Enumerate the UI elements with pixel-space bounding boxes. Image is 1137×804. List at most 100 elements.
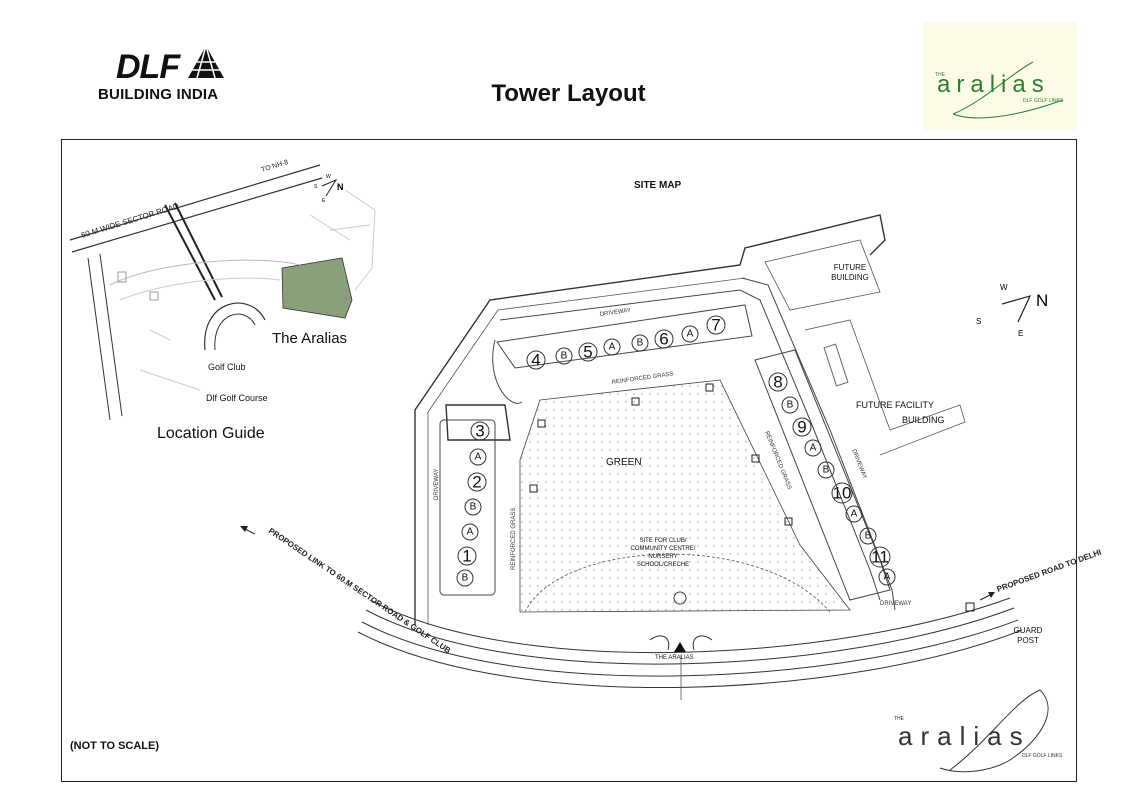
club-site-label: SITE FOR CLUB/ COMMUNITY CENTRE/ NURSERY… bbox=[630, 538, 696, 568]
to-nh8-label: TO NH-8 bbox=[261, 159, 290, 174]
tower-label: 2 bbox=[472, 473, 481, 492]
tower-label: 6 bbox=[659, 330, 668, 349]
tower-label: B bbox=[561, 351, 568, 362]
tower-label: A bbox=[810, 443, 817, 454]
svg-text:THE: THE bbox=[894, 716, 905, 722]
golf-course-label: Dlf Golf Course bbox=[206, 393, 268, 403]
future-facility-building-label: BUILDING bbox=[902, 415, 945, 425]
tower-marker bbox=[457, 546, 477, 566]
tower-label: A bbox=[884, 572, 891, 583]
driveway-top-label: DRIVEWAY bbox=[599, 308, 631, 318]
sector-road-label: 60 M WIDE SECTOR ROAD bbox=[80, 202, 180, 240]
svg-text:S: S bbox=[976, 317, 981, 326]
tower-label: 8 bbox=[773, 373, 782, 392]
brand-word: DLF bbox=[116, 48, 180, 86]
tower-label: B bbox=[462, 573, 469, 584]
tower-label: 3 bbox=[475, 422, 484, 441]
tower-label: 5 bbox=[583, 343, 592, 362]
future-facility-label: FUTURE FACILITY bbox=[856, 400, 935, 410]
tower-marker bbox=[555, 347, 573, 365]
tower-label: A bbox=[467, 527, 474, 538]
tower-marker bbox=[681, 325, 699, 343]
tower-label: B bbox=[787, 400, 794, 411]
svg-text:S: S bbox=[314, 184, 318, 190]
towers-right: 8 B 9 A B 10 A B 11 A bbox=[768, 372, 896, 586]
proposed-road-arrow-icon bbox=[979, 592, 995, 601]
guard-post-icon bbox=[965, 602, 975, 612]
tower-label: B bbox=[865, 531, 872, 542]
logo-sub: DLF GOLF LINKS bbox=[1023, 98, 1064, 104]
tower-marker bbox=[464, 498, 482, 516]
footer-aralias-logo: THE aralias DLF GOLF LINKS bbox=[894, 689, 1063, 773]
tower-marker bbox=[467, 472, 487, 492]
green-area bbox=[519, 379, 851, 613]
tower-marker bbox=[461, 523, 479, 541]
golf-club-label: Golf Club bbox=[208, 362, 246, 372]
tower-label: 4 bbox=[531, 351, 540, 370]
svg-text:E: E bbox=[1018, 329, 1023, 338]
proposed-road-label: PROPOSED ROAD TO DELHI bbox=[996, 548, 1103, 594]
location-guide-title: Location Guide bbox=[157, 425, 265, 442]
location-guide-inset: 60 M WIDE SECTOR ROAD TO NH-8 N W S E bbox=[69, 159, 376, 421]
guard-post-label: GUARD POST bbox=[1013, 626, 1043, 645]
tower-marker bbox=[831, 482, 853, 504]
svg-text:E: E bbox=[322, 198, 326, 204]
tower-marker bbox=[469, 448, 487, 466]
tower-marker bbox=[631, 334, 649, 352]
tower-label: 7 bbox=[711, 316, 720, 335]
tower-marker bbox=[470, 421, 490, 441]
tower-marker bbox=[817, 461, 835, 479]
tower-marker bbox=[869, 546, 891, 568]
svg-text:DLF GOLF LINKS: DLF GOLF LINKS bbox=[1022, 753, 1063, 759]
tower-label: A bbox=[687, 329, 694, 340]
tower-label: A bbox=[851, 509, 858, 520]
logo-swoosh bbox=[952, 61, 1064, 119]
proposed-link-label: PROPOSED LINK TO 60.M SECTOR ROAD & GOLF… bbox=[267, 526, 453, 655]
tower-marker bbox=[456, 569, 474, 587]
aralias-logo: THE aralias DLF GOLF LINKS bbox=[923, 22, 1077, 130]
towers-top: 4 B 5 A B 6 A 7 bbox=[526, 315, 726, 370]
inset-compass-icon: N W S E bbox=[314, 174, 344, 204]
site-compass-icon: N W S E bbox=[976, 283, 1048, 338]
svg-text:W: W bbox=[326, 174, 331, 180]
tower-marker bbox=[792, 417, 812, 437]
tower-label: 9 bbox=[797, 418, 806, 437]
svg-text:N: N bbox=[1036, 291, 1048, 310]
svg-text:N: N bbox=[337, 182, 344, 192]
tower-marker bbox=[845, 505, 863, 523]
tower-marker bbox=[706, 315, 726, 335]
tower-marker bbox=[603, 338, 621, 356]
tower-label: B bbox=[637, 338, 644, 349]
entrance-marker-icon bbox=[674, 642, 686, 652]
tower-marker bbox=[859, 527, 877, 545]
site-map-title: SITE MAP bbox=[634, 180, 682, 191]
not-to-scale-label: (NOT TO SCALE) bbox=[70, 740, 160, 752]
tower-marker bbox=[526, 350, 546, 370]
green-label: GREEN bbox=[606, 457, 642, 468]
proposed-link-arrow-icon bbox=[240, 526, 256, 535]
page-title: Tower Layout bbox=[491, 80, 646, 107]
tower-marker bbox=[768, 372, 788, 392]
reinforced-grass-top-label: REINFORCED GRASS bbox=[611, 371, 674, 386]
driveway-right-label: DRIVEWAY bbox=[850, 449, 867, 480]
tower-label: 10 bbox=[833, 484, 852, 503]
tower-marker bbox=[804, 439, 822, 457]
logo-word: aralias bbox=[937, 71, 1050, 98]
future-building-label: FUTURE BUILDING bbox=[831, 263, 869, 282]
site-map: DRIVEWAY REINFORCED GRASS DRIVEWAY REINF… bbox=[240, 214, 1103, 700]
logo-the: THE bbox=[935, 72, 946, 78]
towers-left: 3 A 2 B A 1 B bbox=[456, 421, 490, 587]
tower-marker bbox=[578, 342, 598, 362]
site-boundary bbox=[414, 214, 886, 625]
tower-label: B bbox=[823, 465, 830, 476]
inset-aralias-label: The Aralias bbox=[272, 330, 348, 347]
svg-text:W: W bbox=[1000, 283, 1008, 292]
tower-marker bbox=[878, 568, 896, 586]
dlf-logo bbox=[98, 42, 248, 106]
reinforced-grass-left-label: REINFORCED GRASS bbox=[511, 508, 517, 570]
tower-label: A bbox=[609, 342, 616, 353]
tower-marker bbox=[654, 329, 674, 349]
dlf-triangle-icon bbox=[188, 45, 224, 79]
gate-label: THE ARALIAS bbox=[655, 655, 694, 661]
